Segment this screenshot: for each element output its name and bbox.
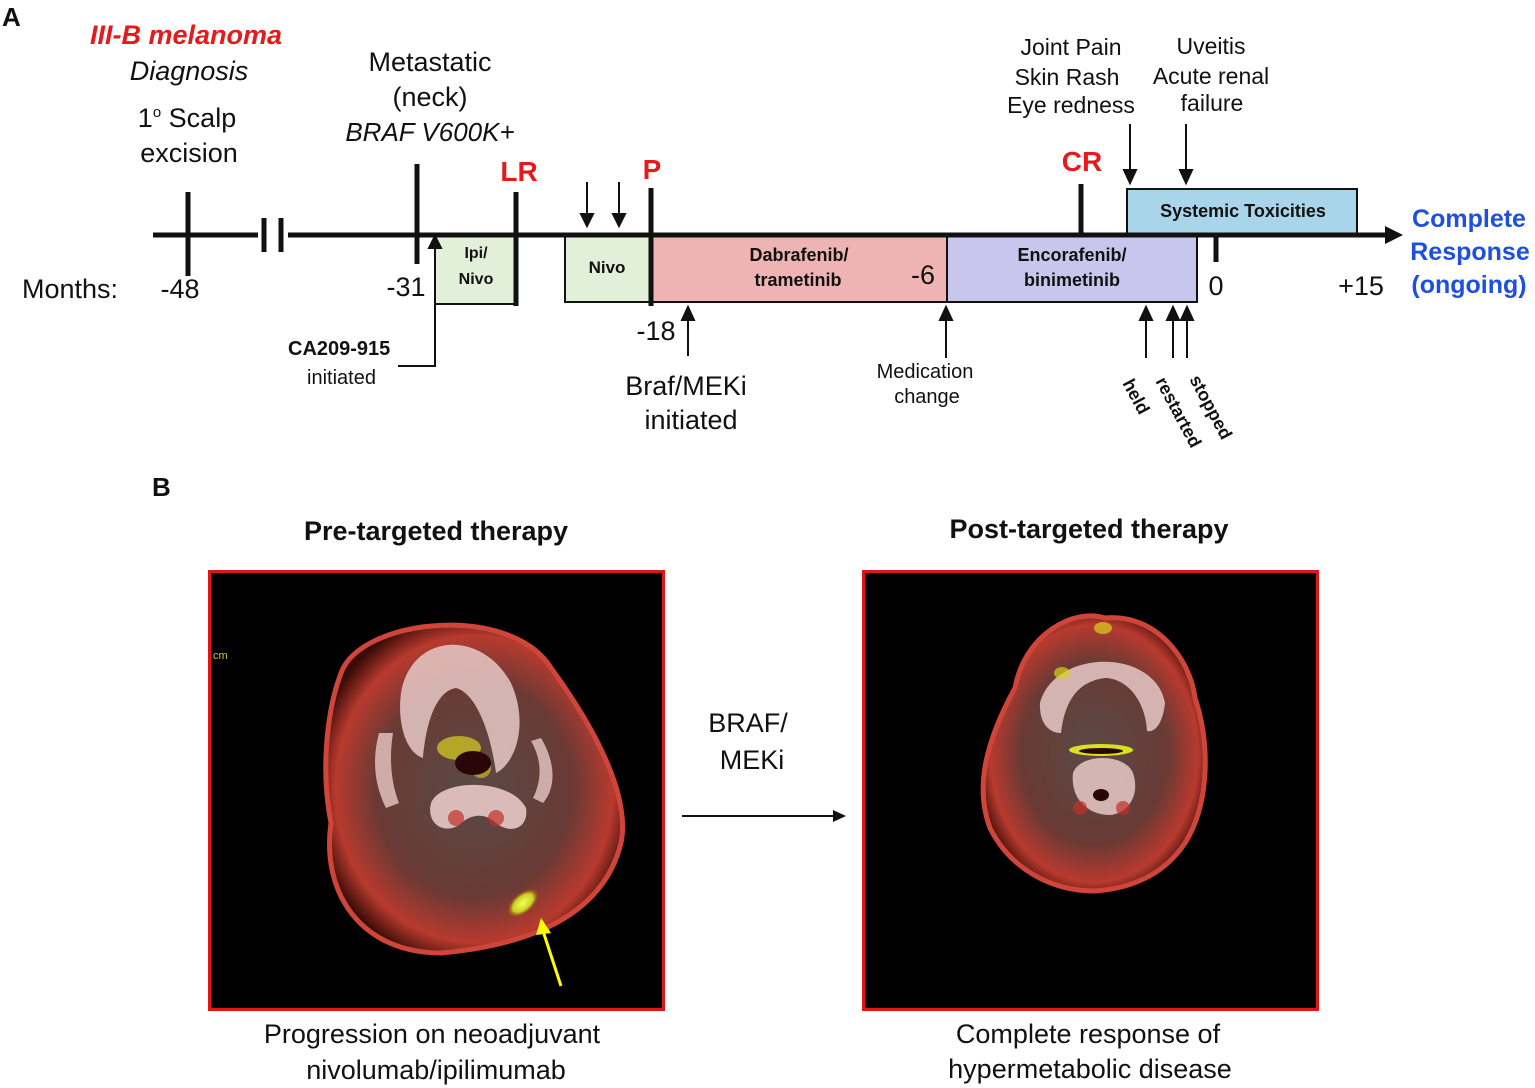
scalp-excision-label-2: excision [140,138,238,168]
cr-label: CR [1061,146,1103,177]
trametinib-label: trametinib [754,270,842,290]
panel-label-a: A [2,2,21,32]
post-caption-line1: Complete response of [955,1019,1221,1049]
axis-label-months: Months: [22,274,119,304]
outcome-complete: Complete [1412,205,1526,233]
outcome-ongoing: (ongoing) [1411,271,1527,299]
toxicity-renal: Acute renal [1152,63,1270,89]
tick-label-minus18: -18 [636,316,676,346]
tick-label-minus31: -31 [386,272,426,302]
transition-label-meki: MEKi [719,745,785,775]
ca209-label: CA209-915 [288,338,391,360]
nivo-label: Nivo [588,258,626,277]
transition-label-braf: BRAF/ [708,708,788,738]
encorafenib-box [946,235,1198,303]
ipi-nivo-label-2: Nivo [458,271,494,288]
post-scan-image [980,613,1208,894]
medication-change-label: change [894,386,960,408]
ca209-initiated-label: initiated [307,367,376,389]
tick-label-minus48: -48 [160,274,200,304]
timeline-graphics [153,124,1403,367]
toxicity-arrows [1122,124,1194,186]
pre-caption-line2: nivolumab/ipilimumab [306,1055,566,1085]
post-therapy-title: Post-targeted therapy [949,514,1229,544]
tick-label-plus15: +15 [1338,271,1384,301]
tick-label-zero: 0 [1208,271,1224,301]
panel-label-b: B [152,472,171,502]
binimetinib-label: binimetinib [1024,270,1120,290]
timeline-arrowhead [1385,226,1403,244]
scale-text: cm [213,650,228,662]
post-therapy-pet-scan [862,570,1319,1011]
pre-scan-image: cm [213,622,625,987]
scalp-excision-label: 1o Scalp [137,103,237,133]
p-label: P [642,154,662,185]
tick-label-minus6: -6 [910,260,936,290]
toxicity-joint-pain: Joint Pain [1020,34,1122,60]
brafmeki-initiated-label: initiated [644,405,738,435]
systemic-toxicities-label: Systemic Toxicities [1160,201,1326,221]
diagnosis-title: III-B melanoma [89,20,283,50]
nivo-dose-arrows [579,182,627,229]
encorafenib-label: Encorafenib/ [1017,245,1127,265]
toxicity-uveitis: Uveitis [1176,33,1246,59]
pre-caption-line1: Progression on neoadjuvant [263,1019,601,1049]
ca209-arrow [398,233,443,367]
metastatic-neck-label: (neck) [392,82,468,112]
toxicity-renal-failure: failure [1180,90,1244,116]
transition-arrow [682,810,846,822]
toxicity-skin-rash: Skin Rash [1014,64,1120,90]
brafmeki-label: Braf/MEKi [625,371,747,401]
metastatic-label: Metastatic [368,47,492,77]
dabrafenib-label: Dabrafenib/ [749,245,849,265]
pre-therapy-pet-scan: cm [208,570,665,1011]
dose-change-arrows [1138,304,1195,358]
lr-label: LR [500,156,538,187]
medication-change-arrow [938,304,954,358]
toxicity-eye-redness: Eye redness [1007,92,1135,118]
brafmeki-arrow [680,304,696,356]
medication-label: Medication [876,361,974,383]
pre-therapy-title: Pre-targeted therapy [303,516,569,546]
braf-mutation-label: BRAF V600K+ [345,117,515,147]
diagnosis-subtitle: Diagnosis [129,56,249,86]
post-caption-line2: hypermetabolic disease [948,1054,1232,1084]
outcome-response: Response [1410,238,1530,266]
ipi-nivo-label-1: Ipi/ [464,245,488,262]
nivo-box [564,235,652,303]
